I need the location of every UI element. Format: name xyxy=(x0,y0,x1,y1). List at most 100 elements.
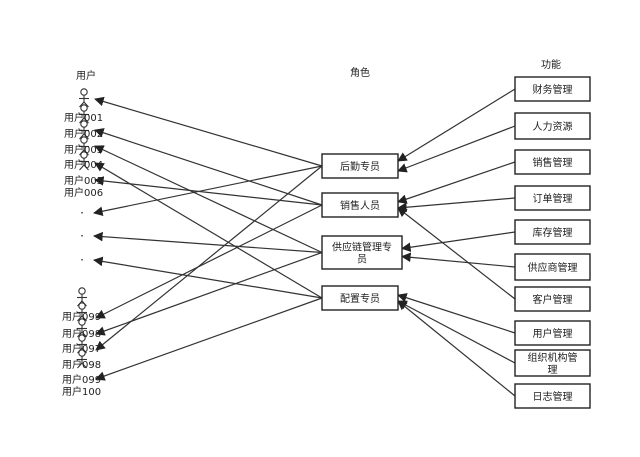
role-box-border xyxy=(321,235,403,270)
user-actor-icon xyxy=(77,302,87,322)
user-label: 用户002 xyxy=(64,127,103,140)
user-label: 用户097 xyxy=(62,342,101,355)
function-box-border xyxy=(514,219,591,245)
user-ellipsis: · · · xyxy=(80,206,84,267)
role-label: 销售人员 xyxy=(340,199,380,212)
function-to-role-arrow xyxy=(397,207,516,300)
connection-arrows xyxy=(93,88,516,397)
user-label: 用户098 xyxy=(62,358,101,371)
role-to-user-arrow xyxy=(95,297,323,381)
user-actor-icon xyxy=(77,318,87,338)
roles-column-title: 角色 xyxy=(350,66,370,79)
user-actor-icon xyxy=(77,349,87,369)
function-to-role-arrow xyxy=(397,161,516,204)
function-label: 组织机构管 xyxy=(528,351,578,364)
role-label: 供应链管理专 xyxy=(332,241,392,254)
role-box-sales: 销售人员 xyxy=(321,192,399,218)
role-label: 后勤专员 xyxy=(340,160,380,173)
role-to-user-arrow xyxy=(94,128,323,206)
function-boxes: 财务管理人力资源销售管理订单管理库存管理供应商管理客户管理用户管理组织机构管理日… xyxy=(514,76,591,409)
user-actor-icon xyxy=(79,104,89,124)
function-box-border xyxy=(514,253,591,281)
function-box-border xyxy=(514,185,591,211)
user-label: 用户099 xyxy=(62,310,101,323)
user-label: 用户001 xyxy=(64,111,103,124)
role-to-user-arrow xyxy=(94,162,323,299)
user-actor-icon xyxy=(79,151,89,171)
function-to-role-arrow xyxy=(397,300,516,364)
function-box-hr: 人力资源 xyxy=(514,112,591,140)
user-label: 用户098 xyxy=(62,327,101,340)
function-label: 日志管理 xyxy=(533,390,573,403)
role-to-user-arrow xyxy=(95,251,323,336)
function-box-border xyxy=(514,149,591,175)
function-label: 客户管理 xyxy=(533,293,573,306)
function-to-role-arrow xyxy=(397,88,516,162)
user-actor-icon xyxy=(79,120,89,140)
function-to-role-arrow xyxy=(397,197,516,213)
function-box-supplier: 供应商管理 xyxy=(514,253,591,281)
function-to-role-arrow xyxy=(397,300,516,397)
function-label: 订单管理 xyxy=(533,192,573,205)
role-box-config: 配置专员 xyxy=(321,285,399,311)
function-label: 供应商管理 xyxy=(528,261,578,274)
role-to-user-arrow xyxy=(94,176,323,206)
role-to-user-arrow xyxy=(93,256,323,299)
role-to-user-arrow xyxy=(95,204,323,319)
user-label: 用户004 xyxy=(64,158,103,171)
role-box-border xyxy=(321,153,399,179)
function-box-border xyxy=(514,286,591,312)
function-box-finance: 财务管理 xyxy=(514,76,591,102)
role-to-user-arrow xyxy=(93,165,323,216)
user-actor-group-bottom xyxy=(77,287,87,369)
function-box-customer: 客户管理 xyxy=(514,286,591,312)
function-label: 财务管理 xyxy=(533,83,573,96)
user-actor-icon xyxy=(79,88,89,108)
ellipsis-dot: · xyxy=(80,206,84,220)
role-label: 员 xyxy=(357,254,367,266)
ellipsis-dot: · xyxy=(80,253,84,267)
functions-column-title: 功能 xyxy=(541,58,561,71)
user-actor-group-top xyxy=(79,88,89,171)
role-to-user-arrow xyxy=(94,96,323,167)
function-box-log: 日志管理 xyxy=(514,383,591,409)
role-box-border xyxy=(321,285,399,311)
user-label: 用户099 xyxy=(62,373,101,386)
role-label: 配置专员 xyxy=(340,292,380,305)
function-box-order: 订单管理 xyxy=(514,185,591,211)
function-box-border xyxy=(514,112,591,140)
function-box-border xyxy=(514,320,591,346)
role-box-border xyxy=(321,192,399,218)
user-label: 用户003 xyxy=(64,143,103,156)
role-to-user-arrow xyxy=(93,231,323,254)
user-label: 用户006 xyxy=(64,186,103,199)
function-box-usermgmt: 用户管理 xyxy=(514,320,591,346)
role-box-logistics: 后勤专员 xyxy=(321,153,399,179)
users-column-title: 用户 xyxy=(76,69,96,82)
function-box-inventory: 库存管理 xyxy=(514,219,591,245)
function-to-role-arrow xyxy=(397,125,516,173)
user-label: 用户005 xyxy=(64,174,103,187)
function-label: 用户管理 xyxy=(533,327,573,340)
user-label: 用户100 xyxy=(62,385,101,398)
role-to-user-arrow xyxy=(95,165,323,351)
function-box-salesmgmt: 销售管理 xyxy=(514,149,591,175)
function-box-border xyxy=(514,76,591,102)
role-to-user-arrow xyxy=(94,145,323,254)
function-to-role-arrow xyxy=(401,252,516,268)
function-label: 人力资源 xyxy=(533,120,573,133)
function-label: 销售管理 xyxy=(533,156,573,169)
function-box-border xyxy=(514,383,591,409)
function-box-border xyxy=(514,349,591,377)
function-label: 库存管理 xyxy=(533,226,573,239)
ellipsis-dot: · xyxy=(80,229,84,243)
function-to-role-arrow xyxy=(397,293,516,334)
function-label: 理 xyxy=(548,364,558,376)
